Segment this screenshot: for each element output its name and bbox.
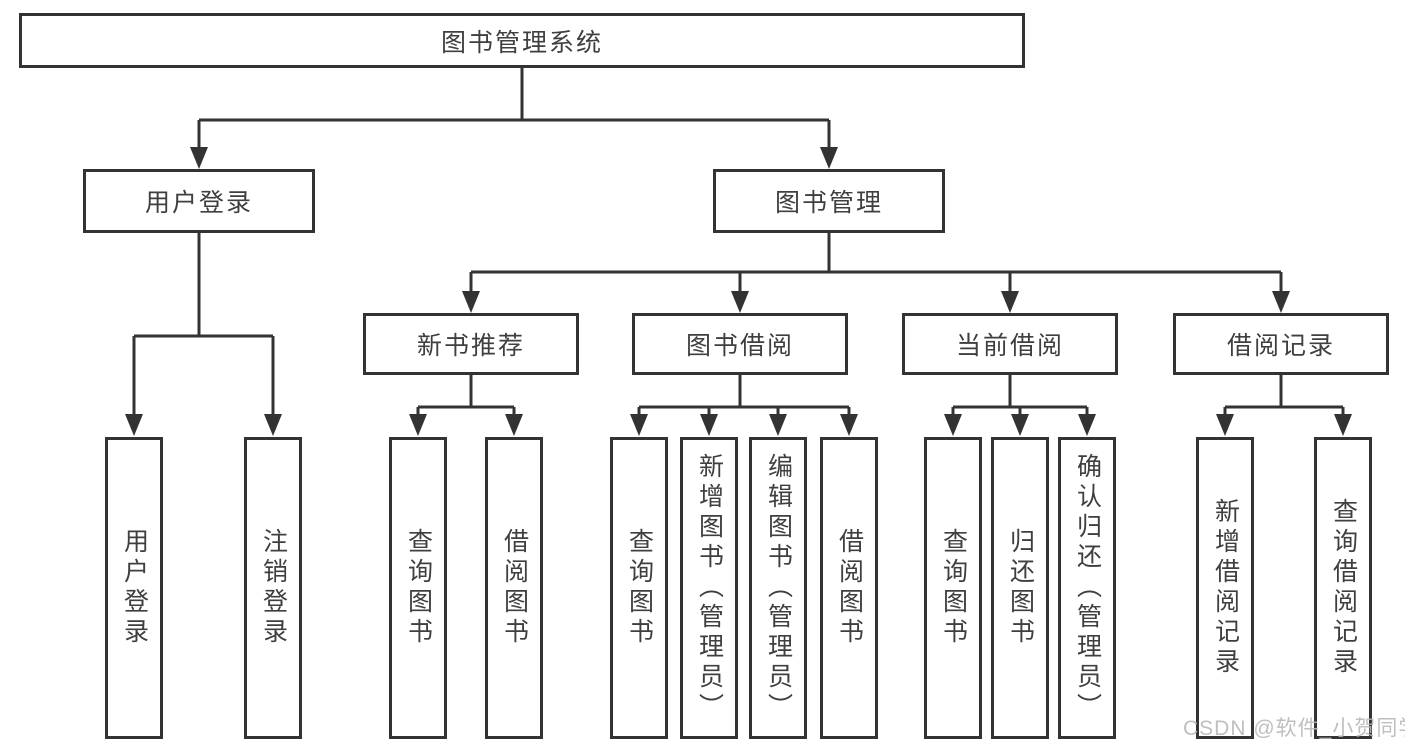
node-borrow-records-label: 借阅记录	[1226, 332, 1335, 360]
leaf-nb-query-books-label: 查询图书	[404, 528, 433, 648]
leaf-logout-label: 注销登录	[259, 528, 288, 648]
leaf-bb-edit-books-admin-label: 编辑图书（管理员）	[764, 453, 793, 723]
node-current-borrow: 当前借阅	[902, 313, 1118, 375]
leaf-bb-borrow-books: 借阅图书	[820, 437, 878, 739]
arrowheads	[125, 147, 1352, 436]
node-borrow-records: 借阅记录	[1173, 313, 1389, 375]
node-book-borrow: 图书借阅	[632, 313, 848, 375]
leaf-user-login: 用户登录	[105, 437, 163, 739]
leaf-cb-query-books-label: 查询图书	[939, 528, 968, 648]
node-user-login: 用户登录	[83, 169, 315, 233]
leaf-bb-query-books: 查询图书	[610, 437, 668, 739]
leaf-br-query-record-label: 查询借阅记录	[1329, 498, 1358, 678]
leaf-logout: 注销登录	[244, 437, 302, 739]
node-book-management: 图书管理	[713, 169, 945, 233]
leaf-br-query-record: 查询借阅记录	[1314, 437, 1372, 739]
node-root-label: 图书管理系统	[440, 28, 603, 57]
leaf-bb-add-books-admin: 新增图书（管理员）	[680, 437, 738, 739]
leaf-nb-borrow-books-label: 借阅图书	[500, 528, 529, 648]
leaf-nb-query-books: 查询图书	[389, 437, 447, 739]
leaf-cb-confirm-return-admin-label: 确认归还（管理员）	[1073, 453, 1102, 723]
leaf-cb-confirm-return-admin: 确认归还（管理员）	[1058, 437, 1116, 739]
leaf-nb-borrow-books: 借阅图书	[485, 437, 543, 739]
node-new-book-recommend: 新书推荐	[363, 313, 579, 375]
leaf-user-login-label: 用户登录	[120, 528, 149, 648]
node-current-borrow-label: 当前借阅	[955, 332, 1064, 360]
leaf-br-add-record-label: 新增借阅记录	[1211, 498, 1240, 678]
leaf-cb-return-books: 归还图书	[991, 437, 1049, 739]
leaf-bb-query-books-label: 查询图书	[625, 528, 654, 648]
node-new-book-recommend-label: 新书推荐	[416, 332, 525, 360]
leaf-bb-add-books-admin-label: 新增图书（管理员）	[695, 453, 724, 723]
leaf-cb-query-books: 查询图书	[924, 437, 982, 739]
node-user-login-label: 用户登录	[144, 189, 253, 217]
csdn-watermark: CSDN @软件_小贺同学	[1183, 717, 1405, 740]
node-book-management-label: 图书管理	[774, 189, 883, 217]
node-book-borrow-label: 图书借阅	[685, 332, 794, 360]
node-root: 图书管理系统	[19, 13, 1025, 68]
leaf-bb-borrow-books-label: 借阅图书	[835, 528, 864, 648]
leaf-br-add-record: 新增借阅记录	[1196, 437, 1254, 739]
leaf-cb-return-books-label: 归还图书	[1006, 528, 1035, 648]
leaf-bb-edit-books-admin: 编辑图书（管理员）	[749, 437, 807, 739]
